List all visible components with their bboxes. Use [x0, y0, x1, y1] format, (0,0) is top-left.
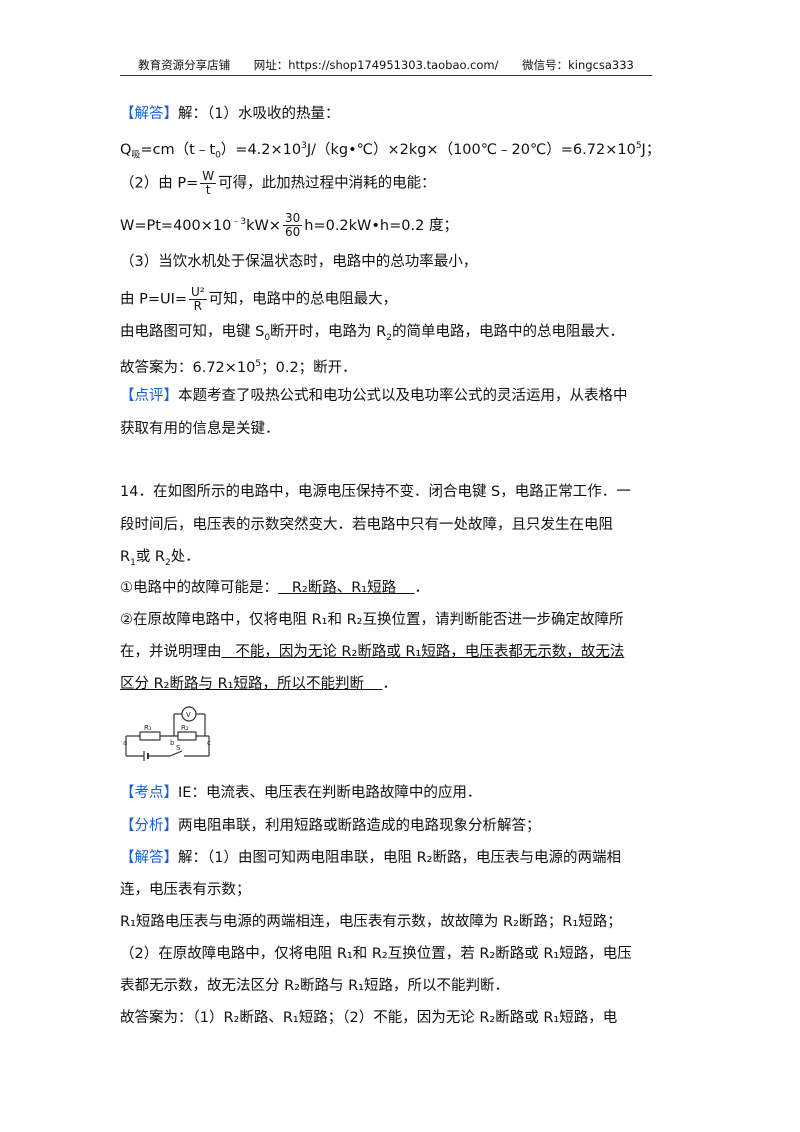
q14-line-6: 在，并说明理由 不能，因为无论 R₂断路或 R₁短路，电压表都无示数，故无法	[120, 644, 625, 660]
circuit-diagram: R₁ R₂ V a b c S	[123, 706, 211, 761]
analysis-tag: 【分析】	[120, 818, 178, 834]
shop-url: 网址：https://shop174951303.taobao.com/	[253, 58, 499, 72]
page-header: 教育资源分享店铺 网址：https://shop174951303.taobao…	[120, 57, 652, 76]
label-s: S	[176, 744, 181, 752]
q14-answer-line-1: 【解答】解：（1）由图可知两电阻串联，电阻 R₂断路，电压表与电源的两端相	[120, 850, 621, 866]
blank-answer-1: R₂断路、R₁短路	[291, 580, 397, 596]
label-c: c	[207, 739, 211, 747]
q14-answer-line-5: 表都无示数，故无法区分 R₂断路与 R₁短路，所以不能判断．	[120, 978, 509, 994]
q13-answer-line-8: 故答案为：6.72×105；0.2；断开．	[120, 359, 357, 376]
q14-line-3: R1或 R2处．	[120, 549, 200, 568]
wechat-id: 微信号：kingcsa333	[522, 58, 634, 72]
resistor-r1	[139, 731, 161, 741]
q14-line-5: ②在原故障电路中，仅将电阻 R₁和 R₂互换位置，请判断能否进一步确定故障所	[120, 612, 624, 628]
q13-answer-line-2: Q吸=cm（t﹣t0）=4.2×103J/（kg•℃）×2kg×（100℃﹣20…	[120, 141, 661, 161]
q14-answer-line-2: 连，电压表有示数；	[120, 882, 251, 898]
q14-answer-line-4: （2）在原故障电路中，仅将电阻 R₁和 R₂互换位置，若 R₂断路或 R₁短路，…	[120, 946, 632, 962]
q13-comment-line-1: 【点评】本题考查了吸热公式和电功公式以及电功率公式的灵活运用，从表格中	[120, 388, 628, 404]
label-a: a	[123, 739, 127, 747]
label-r2: R₂	[181, 724, 189, 732]
q14-line-7: 区分 R₂断路与 R₁短路，所以不能判断 ．	[120, 676, 397, 692]
q13-answer-line-5: （3）当饮水机处于保温状态时，电路中的总功率最小，	[120, 254, 478, 270]
q14-line-4: ①电路中的故障可能是： R₂断路、R₁短路 ．	[120, 580, 430, 596]
q13-comment-line-2: 获取有用的信息是关键．	[120, 421, 280, 437]
point-tag: 【考点】	[120, 785, 178, 801]
q14-line-2: 段时间后，电压表的示数突然变大．若电路中只有一处故障，且只发生在电阻	[120, 517, 613, 533]
label-r1: R₁	[144, 724, 152, 732]
q14-analysis-line: 【分析】两电阻串联，利用短路或断路造成的电路现象分析解答；	[120, 818, 541, 834]
comment-tag: 【点评】	[120, 388, 178, 404]
blank-answer-2-part-1: 不能，因为无论 R₂断路或 R₁短路，电压表都无示数，故无法	[235, 644, 625, 660]
label-b: b	[170, 739, 175, 747]
q13-answer-line-7: 由电路图可知，电键 S0断开时，电路为 R2的简单电路，电路中的总电阻最大．	[120, 324, 624, 343]
answer-tag: 【解答】	[120, 106, 178, 122]
q13-answer-line-1: 【解答】解：（1）水吸收的热量：	[120, 106, 340, 122]
answer-tag-q14: 【解答】	[120, 850, 178, 866]
q14-answer-line-6: 故答案为：（1）R₂断路、R₁短路；（2）不能，因为无论 R₂断路或 R₁短路，…	[120, 1010, 618, 1026]
blank-answer-2-part-2: 区分 R₂断路与 R₁短路，所以不能判断	[120, 676, 364, 692]
q14-line-1: 14．在如图所示的电路中，电源电压保持不变．闭合电键 S，电路正常工作．一	[120, 484, 631, 500]
label-v: V	[186, 711, 191, 719]
shop-name: 教育资源分享店铺	[138, 58, 231, 72]
q14-answer-line-3: R₁短路电压表与电源的两端相连，电压表有示数，故故障为 R₂断路；R₁短路；	[120, 914, 622, 930]
q14-point-line: 【考点】IE：电流表、电压表在判断电路故障中的应用．	[120, 785, 482, 801]
resistor-r2	[177, 731, 197, 741]
